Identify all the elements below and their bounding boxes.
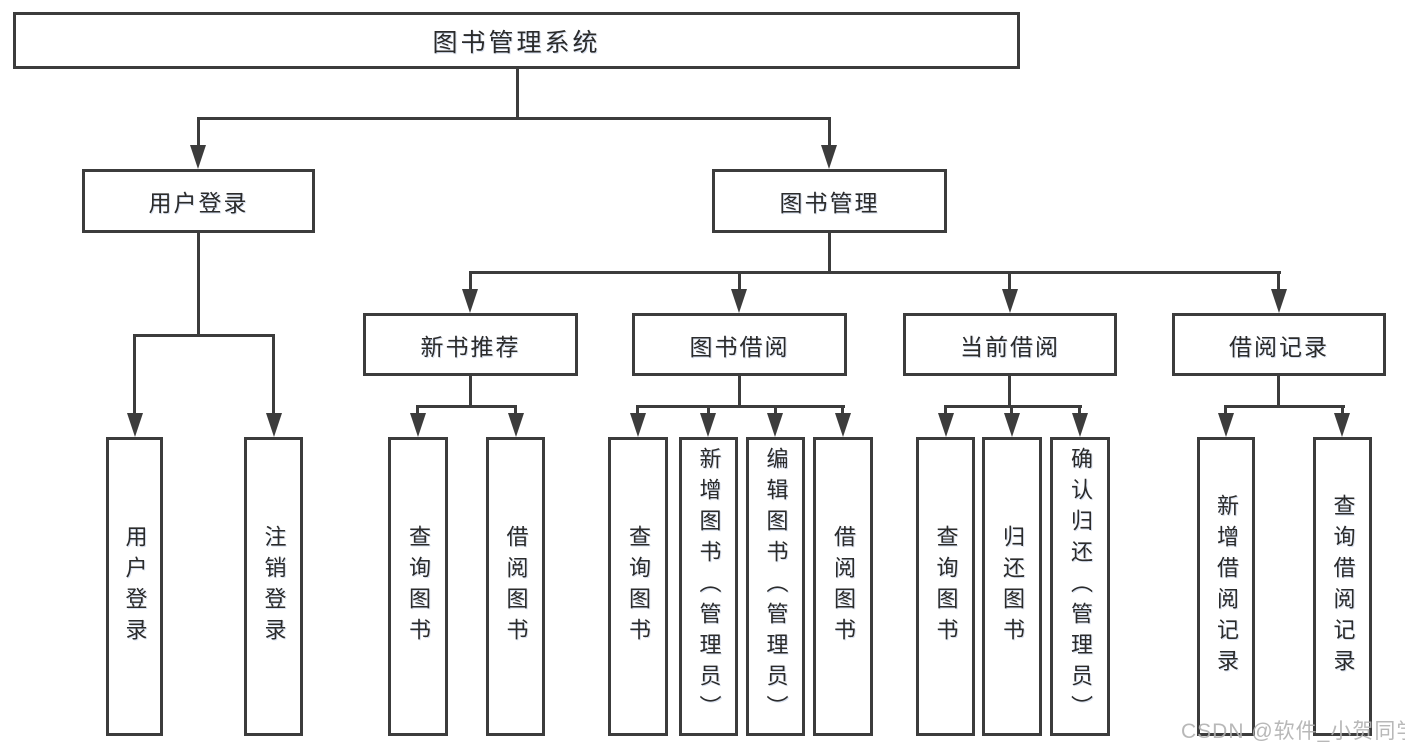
- leaf-recommend-borrow-books: 借阅图书: [486, 437, 545, 736]
- connector-line: [1224, 405, 1227, 415]
- connector-line: [197, 117, 200, 147]
- arrow-down: [821, 145, 837, 169]
- arrow-down: [630, 413, 646, 437]
- node-user-login: 用户登录: [82, 169, 315, 233]
- connector-line: [828, 233, 831, 274]
- leaf-current-query-books-label: 查询图书: [933, 524, 959, 649]
- leaf-edit-books-admin-label: 编辑图书（管理员）: [763, 447, 789, 726]
- connector-line: [1008, 271, 1011, 291]
- arrow-down: [1334, 413, 1350, 437]
- leaf-confirm-return-admin-label: 确认归还（管理员）: [1068, 447, 1093, 726]
- leaf-current-query-books: 查询图书: [916, 437, 975, 736]
- leaf-edit-books-admin: 编辑图书（管理员）: [746, 437, 805, 736]
- leaf-add-books-admin-label: 新增图书（管理员）: [696, 447, 722, 726]
- connector-line: [416, 405, 517, 408]
- arrow-down: [1004, 413, 1020, 437]
- node-book-management: 图书管理: [712, 169, 947, 233]
- node-book-borrowing: 图书借阅: [632, 313, 847, 376]
- connector-line: [469, 271, 472, 291]
- connector-line: [1078, 405, 1081, 415]
- arrow-down: [508, 413, 524, 437]
- connector-line: [416, 405, 419, 415]
- arrow-down: [1002, 289, 1018, 313]
- arrow-down: [190, 145, 206, 169]
- leaf-recommend-query-books-label: 查询图书: [406, 524, 431, 649]
- leaf-return-books-label: 归还图书: [1000, 524, 1025, 649]
- connector-line: [1224, 405, 1345, 408]
- connector-line: [828, 117, 831, 147]
- leaf-borrowing-query-books-label: 查询图书: [626, 524, 651, 649]
- connector-line: [1341, 405, 1344, 415]
- connector-line: [738, 376, 741, 407]
- node-library-management-system: 图书管理系统: [13, 12, 1020, 69]
- leaf-recommend-query-books: 查询图书: [388, 437, 448, 736]
- connector-line: [516, 69, 519, 117]
- node-borrowing-records: 借阅记录: [1172, 313, 1386, 376]
- arrow-down: [1271, 289, 1287, 313]
- node-new-book-recommend: 新书推荐: [363, 313, 578, 376]
- leaf-add-borrow-record-label: 新增借阅记录: [1214, 493, 1239, 680]
- leaf-confirm-return-admin: 确认归还（管理员）: [1050, 437, 1110, 736]
- leaf-user-login: 用户登录: [106, 437, 163, 736]
- connector-line: [197, 233, 200, 337]
- connector-line: [1008, 376, 1011, 407]
- connector-line: [469, 376, 472, 407]
- connector-line: [197, 117, 831, 120]
- arrow-down: [938, 413, 954, 437]
- leaf-user-login-label: 用户登录: [122, 524, 148, 649]
- leaf-add-books-admin: 新增图书（管理员）: [679, 437, 738, 736]
- leaf-recommend-borrow-books-label: 借阅图书: [503, 524, 529, 649]
- arrow-down: [1072, 413, 1088, 437]
- leaf-borrowing-query-books: 查询图书: [608, 437, 668, 736]
- arrow-down: [410, 413, 426, 437]
- connector-line: [636, 405, 639, 415]
- connector-line: [272, 334, 275, 416]
- connector-line: [841, 405, 844, 415]
- arrow-down: [127, 413, 143, 437]
- connector-line: [133, 334, 275, 337]
- leaf-borrowing-borrow-books-label: 借阅图书: [831, 524, 856, 649]
- connector-line: [1277, 376, 1280, 407]
- connector-line: [133, 334, 136, 416]
- leaf-query-borrow-record: 查询借阅记录: [1313, 437, 1372, 736]
- arrow-down: [462, 289, 478, 313]
- arrow-down: [1218, 413, 1234, 437]
- leaf-query-borrow-record-label: 查询借阅记录: [1330, 493, 1356, 680]
- connector-line: [707, 405, 710, 415]
- connector-line: [636, 405, 845, 408]
- leaf-logout-label: 注销登录: [261, 524, 287, 649]
- connector-line: [738, 271, 741, 291]
- arrow-down: [266, 413, 282, 437]
- node-current-borrowing: 当前借阅: [903, 313, 1117, 376]
- connector-line: [469, 271, 1281, 274]
- leaf-logout: 注销登录: [244, 437, 303, 736]
- connector-line: [944, 405, 947, 415]
- connector-line: [944, 405, 1082, 408]
- arrow-down: [767, 413, 783, 437]
- connector-line: [1277, 271, 1280, 291]
- arrow-down: [731, 289, 747, 313]
- leaf-borrowing-borrow-books: 借阅图书: [813, 437, 873, 736]
- csdn-watermark: CSDN @软件_小贺同学: [1181, 720, 1405, 743]
- connector-line: [774, 405, 777, 415]
- connector-line: [514, 405, 517, 415]
- connector-line: [1010, 405, 1013, 415]
- arrow-down: [700, 413, 716, 437]
- arrow-down: [835, 413, 851, 437]
- leaf-return-books: 归还图书: [982, 437, 1042, 736]
- leaf-add-borrow-record: 新增借阅记录: [1197, 437, 1255, 736]
